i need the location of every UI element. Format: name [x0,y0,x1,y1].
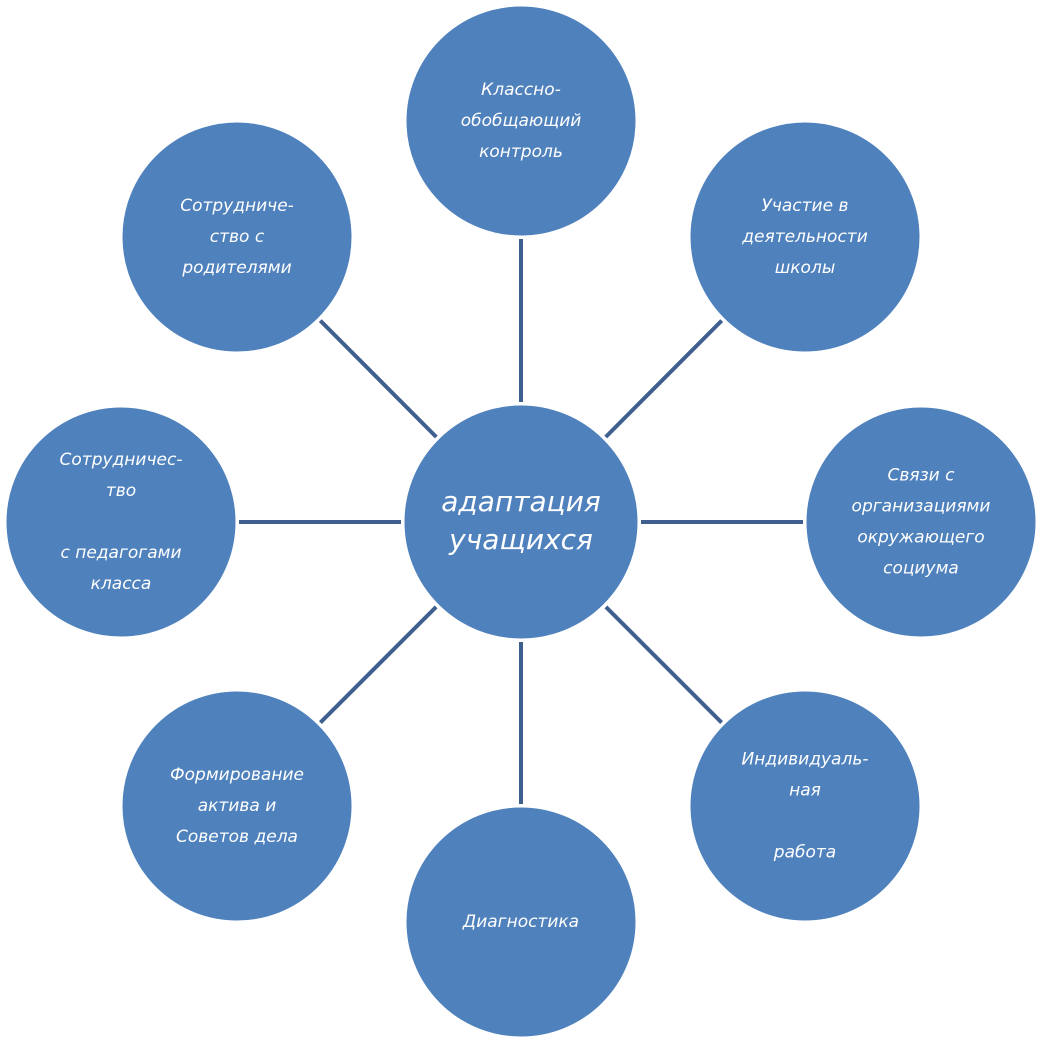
node-activists-circle [119,688,355,924]
node-teachers-label-line: класса [91,574,152,594]
node-school-label-line: школы [775,258,836,278]
node-teachers: Сотрудничес-тво с педагогами класса [3,404,239,640]
node-center-circle [401,402,641,642]
node-society-label-line: Связи с [888,466,956,486]
node-individual-circle [687,688,923,924]
connector-parents [318,319,438,439]
node-society-circle [803,404,1039,640]
node-diagnostics: Диагностика [403,804,639,1040]
node-center-label-line: адаптация [441,485,601,518]
node-teachers-circle [3,404,239,640]
node-individual-label-line: работа [773,843,836,863]
node-center-label-line: учащихся [448,523,593,556]
node-school-circle [687,119,923,355]
node-activists-label-line: актива и [198,796,277,816]
node-control-label-line: Классно- [481,80,561,100]
node-diagnostics-circle [403,804,639,1040]
node-society: Связи с организациями окружающего социума [803,404,1039,640]
node-activists-label-line: Формирование [170,765,304,785]
connectors [239,239,803,804]
node-school-label-line: деятельности [741,227,868,247]
node-teachers-label-line: Сотрудничес- [60,450,183,470]
node-society-label-line: организациями [852,497,991,517]
node-teachers-label-line: тво [106,481,136,501]
node-society-label-line: социума [883,559,959,579]
node-parents: Сотрудниче-ство с родителями [119,119,355,355]
node-activists: Формирование актива и Советов дела [119,688,355,924]
node-teachers-label-line: с педагогами [60,543,181,563]
connector-activists [318,605,438,725]
node-center: адаптация учащихся [401,402,641,642]
node-individual: Индивидуаль-ная работа [687,688,923,924]
node-school-label-line: Участие в [761,196,848,216]
node-school: Участие в деятельности школы [687,119,923,355]
node-parents-label-line: ство с [210,227,265,247]
connector-individual [604,605,724,725]
connector-school [604,319,724,439]
node-individual-label-line: ная [789,781,821,801]
node-individual-label-line: Индивидуаль- [742,750,869,770]
node-control-label-line: контроль [479,142,563,162]
node-parents-label-line: Сотрудниче- [180,196,294,216]
node-parents-circle [119,119,355,355]
node-activists-label-line: Советов дела [176,827,298,847]
node-control-label-line: обобщающий [461,111,582,131]
node-parents-label-line: родителями [181,258,291,278]
node-control-circle [403,3,639,239]
node-society-label-line: окружающего [857,528,984,548]
node-diagnostics-label-line: Диагностика [462,912,579,932]
node-control: Классно-обобщающий контроль [403,3,639,239]
